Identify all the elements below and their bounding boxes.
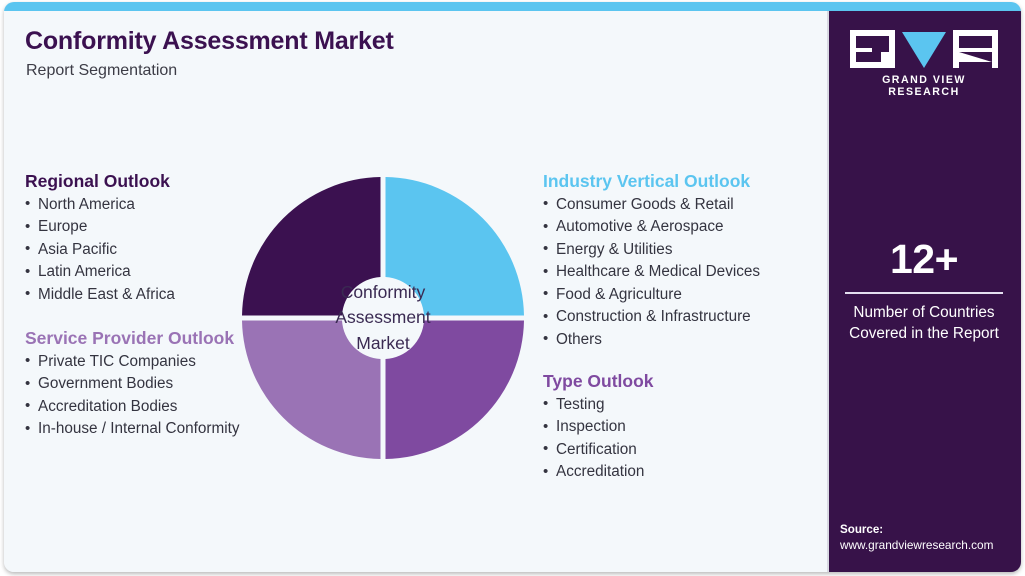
list-item: Inspection (543, 416, 818, 439)
donut-segment-regional (242, 177, 381, 316)
stat-divider (845, 292, 1003, 294)
list-item: Accreditation (543, 461, 818, 484)
brand-name: GRAND VIEW RESEARCH (882, 74, 966, 98)
list-item: In-house / Internal Conformity (25, 418, 240, 441)
list-item: Energy & Utilities (543, 238, 818, 261)
page-title: Conformity Assessment Market (25, 27, 394, 55)
title-block: Conformity Assessment Market Report Segm… (25, 27, 394, 79)
list-item: Private TIC Companies (25, 350, 240, 373)
donut-chart: Conformity Assessment Market (242, 177, 524, 459)
list-item: Construction & Infrastructure (543, 306, 818, 329)
source-block: Source: www.grandviewresearch.com (840, 522, 1016, 554)
list-item: Others (543, 328, 818, 351)
list-item: North America (25, 193, 240, 216)
list-item: Middle East & Africa (25, 283, 240, 306)
list-item: Europe (25, 216, 240, 239)
segment-block-industry-vertical: Industry Vertical Outlook Consumer Goods… (543, 171, 818, 351)
segment-list-type: Testing Inspection Certification Accredi… (543, 393, 818, 484)
segment-block-type: Type Outlook Testing Inspection Certific… (543, 371, 818, 484)
list-item: Consumer Goods & Retail (543, 193, 818, 216)
right-segment-column: Industry Vertical Outlook Consumer Goods… (543, 171, 818, 498)
infographic-card: Conformity Assessment Market Report Segm… (4, 2, 1021, 572)
donut-segment-industry-vertical (385, 177, 524, 316)
segment-heading-service-provider: Service Provider Outlook (25, 328, 235, 349)
segment-list-regional: North America Europe Asia Pacific Latin … (25, 193, 240, 306)
list-item: Accreditation Bodies (25, 395, 240, 418)
list-item: Certification (543, 438, 818, 461)
list-item: Automotive & Aerospace (543, 216, 818, 239)
gvr-logo-icon (850, 30, 998, 68)
stat-value: 12+ (889, 236, 959, 282)
segment-list-service-provider: Private TIC Companies Government Bodies … (25, 350, 240, 441)
side-panel: GRAND VIEW RESEARCH 12+ Number of Countr… (827, 11, 1021, 572)
segment-block-regional: Regional Outlook North America Europe As… (25, 171, 240, 306)
segment-heading-regional: Regional Outlook (25, 171, 170, 191)
list-item: Government Bodies (25, 373, 240, 396)
list-item: Healthcare & Medical Devices (543, 261, 818, 284)
segment-heading-type: Type Outlook (543, 371, 654, 392)
segment-list-industry-vertical: Consumer Goods & Retail Automotive & Aer… (543, 193, 818, 351)
list-item: Asia Pacific (25, 238, 240, 261)
brand-logo: GRAND VIEW RESEARCH (850, 30, 998, 98)
left-segment-column: Regional Outlook North America Europe As… (25, 171, 240, 455)
donut-chart-svg (242, 177, 524, 459)
list-item: Food & Agriculture (543, 283, 818, 306)
list-item: Testing (543, 393, 818, 416)
list-item: Latin America (25, 261, 240, 284)
top-accent-bar (4, 2, 1021, 11)
source-label: Source: (840, 523, 884, 537)
stat-block: 12+ Number of Countries Covered in the R… (827, 239, 1021, 345)
segment-block-service-provider: Service Provider Outlook Private TIC Com… (25, 328, 240, 441)
donut-segment-type (385, 320, 524, 459)
source-url: www.grandviewresearch.com (840, 538, 994, 553)
segment-heading-industry-vertical: Industry Vertical Outlook (543, 171, 751, 191)
donut-segment-service-provider (242, 320, 381, 459)
panel-divider (827, 11, 829, 572)
stat-label: Number of Countries Covered in the Repor… (849, 304, 999, 342)
main-content-area: Conformity Assessment Market Report Segm… (4, 11, 824, 572)
page-subtitle: Report Segmentation (26, 61, 178, 79)
